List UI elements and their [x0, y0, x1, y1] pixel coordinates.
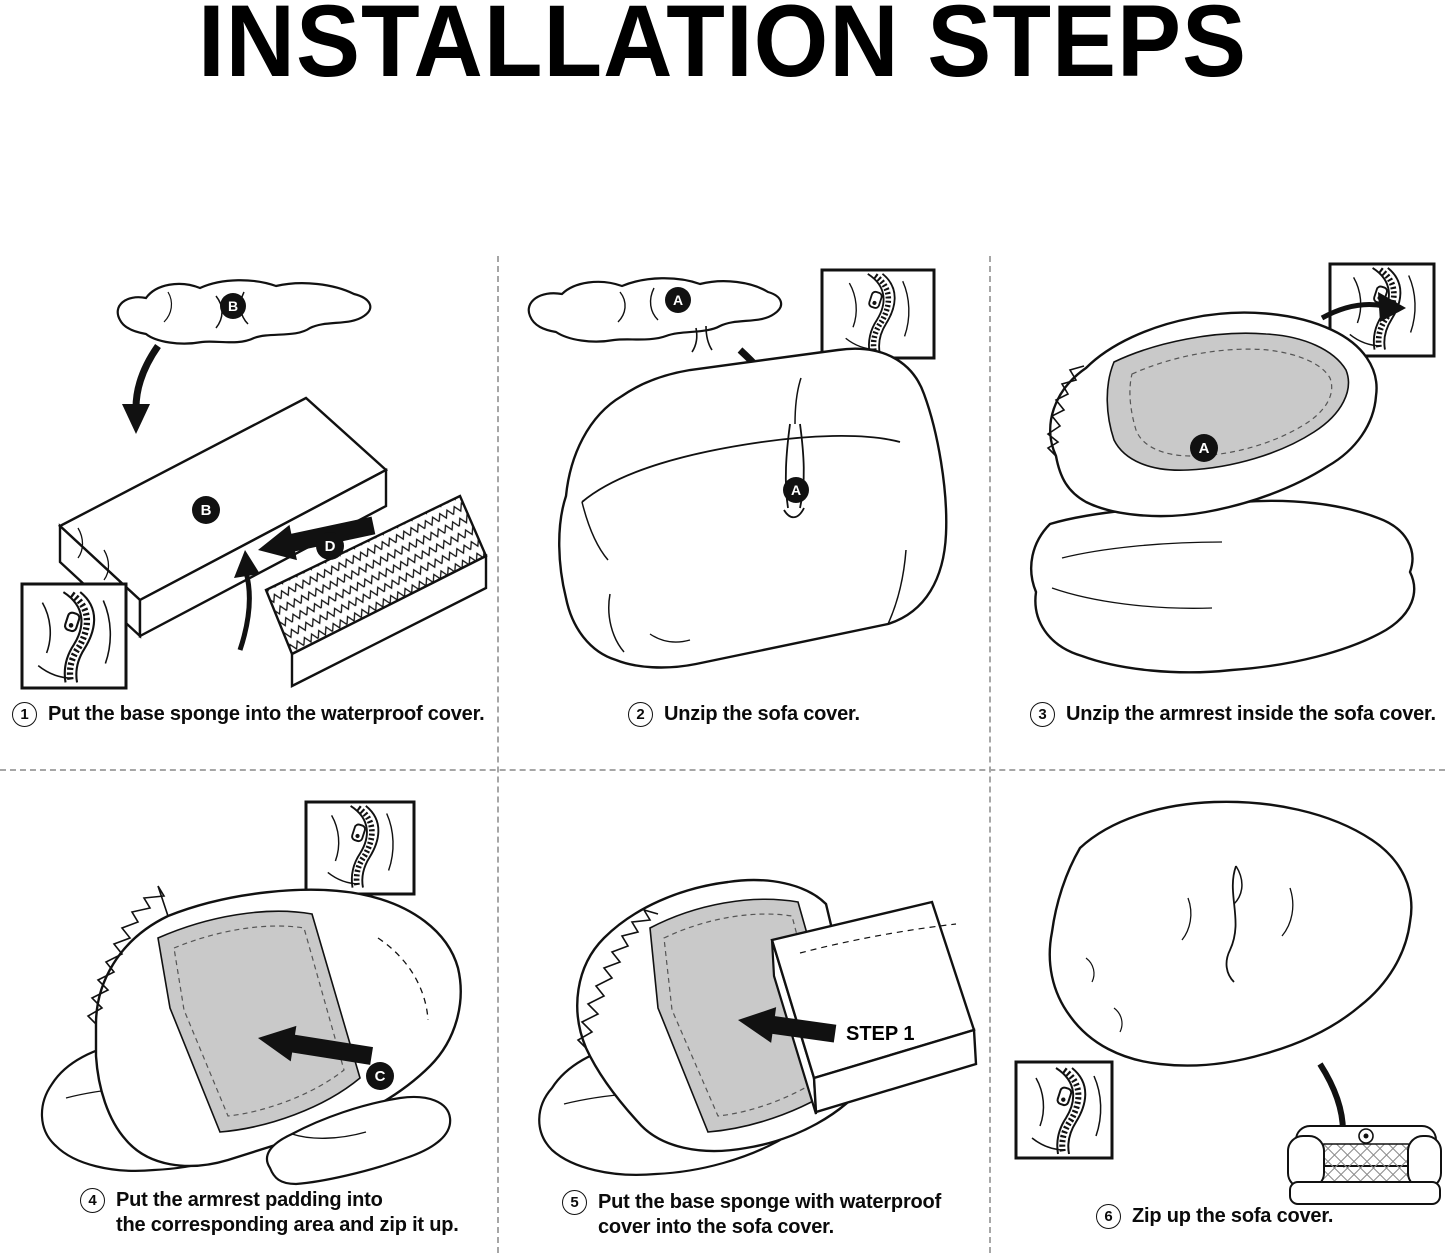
zipper-detail-inset — [1014, 1060, 1114, 1160]
label-badge — [192, 496, 220, 524]
waterproof-cover-art: B — [116, 279, 372, 345]
step4-number: 4 — [80, 1188, 105, 1213]
zipper-detail-inset — [20, 582, 128, 690]
up-arrow-icon — [234, 550, 260, 651]
step1-number: 1 — [12, 702, 37, 727]
label-step2-cover: A — [673, 292, 683, 308]
step6-number: 6 — [1096, 1204, 1121, 1229]
armrest-padding-art — [265, 1095, 452, 1186]
sofa-base-art — [1029, 499, 1416, 674]
step3-illustration: A — [992, 258, 1442, 702]
step2-drawing: A A — [527, 268, 948, 669]
step6-drawing — [1014, 800, 1442, 1205]
label-step1-sponge: B — [201, 502, 212, 519]
cover-piece-art: A — [527, 277, 783, 353]
step4-caption-line2: the corresponding area and zip it up. — [116, 1214, 459, 1237]
label-step4-direction: C — [375, 1068, 386, 1085]
step1-caption-text: Put the base sponge into the waterproof … — [48, 703, 485, 725]
label-step1-cover: B — [228, 298, 238, 314]
step4-drawing: C — [40, 800, 462, 1186]
step3-caption-text: Unzip the armrest inside the sofa cover. — [1066, 703, 1436, 725]
label-badge — [783, 477, 809, 503]
step5-number: 5 — [562, 1190, 587, 1215]
step6-illustration — [990, 778, 1442, 1210]
step5-illustration: STEP 1 — [500, 788, 982, 1190]
grid-divider-horizontal — [0, 769, 1445, 771]
step2-illustration: A A — [500, 258, 982, 702]
label-step2-opening: A — [791, 482, 801, 498]
zipper-detail-inset — [304, 800, 416, 896]
step2-caption: 2 Unzip the sofa cover. — [628, 702, 860, 727]
step4-caption-line1: Put the armrest padding into — [116, 1189, 383, 1211]
opened-cover-art — [86, 885, 462, 1168]
step3-number: 3 — [1030, 702, 1055, 727]
label-badge — [1190, 434, 1218, 462]
grid-divider-vertical-1 — [497, 256, 499, 1253]
base-sponge-zigzag-art — [264, 494, 488, 688]
step1-illustration: B B — [8, 258, 490, 702]
flipped-cover-art: A — [1046, 311, 1378, 518]
insert-arrow-icon: STEP 1 — [738, 1007, 915, 1045]
step5-caption-line1: Put the base sponge with waterproof — [598, 1191, 942, 1213]
step6-caption-text: Zip up the sofa cover. — [1132, 1205, 1334, 1227]
sofa-cover-art — [1048, 800, 1413, 1067]
step2-number: 2 — [628, 702, 653, 727]
unzip-arrow-icon — [1320, 292, 1406, 322]
step5-caption-line2: cover into the sofa cover. — [598, 1216, 834, 1239]
step3-drawing: A — [1029, 262, 1436, 674]
step3-caption: 3 Unzip the armrest inside the sofa cove… — [1030, 702, 1436, 727]
label-badge — [665, 287, 691, 313]
step4-caption: 4 Put the armrest padding into the corre… — [80, 1188, 459, 1238]
label-step3-armrest: A — [1199, 440, 1210, 457]
down-arrow-icon — [122, 343, 161, 434]
finished-sofa-icon — [1287, 1125, 1442, 1205]
step6-caption: 6 Zip up the sofa cover. — [1096, 1204, 1333, 1229]
step4-illustration: C — [8, 788, 490, 1190]
label-badge — [316, 532, 344, 560]
step1-caption: 1 Put the base sponge into the waterproo… — [12, 702, 485, 727]
label-step1-direction: D — [325, 538, 336, 555]
step2-caption-text: Unzip the sofa cover. — [664, 703, 860, 725]
insert-arrow-icon: C — [258, 1025, 394, 1090]
insert-arrow-icon: D — [258, 516, 376, 561]
grid-divider-vertical-2 — [989, 256, 991, 1253]
page-title: INSTALLATION STEPS — [197, 0, 1248, 99]
step1-drawing: B B — [20, 279, 488, 690]
label-step5-insert: STEP 1 — [846, 1023, 915, 1045]
step5-caption: 5 Put the base sponge with waterproof co… — [562, 1190, 941, 1240]
step5-drawing: STEP 1 — [538, 878, 978, 1176]
label-badge — [220, 293, 246, 319]
zipper-detail-inset — [820, 268, 936, 360]
label-badge — [366, 1062, 394, 1090]
sofa-cover-art: A — [558, 347, 948, 669]
